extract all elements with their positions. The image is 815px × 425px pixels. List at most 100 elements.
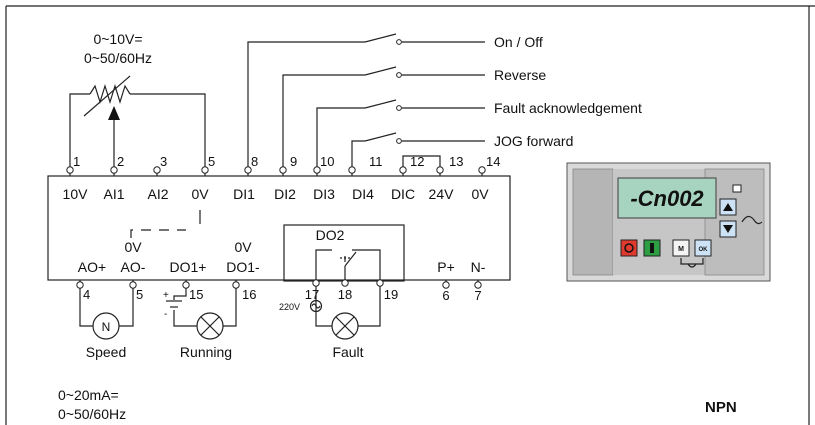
terminal-dot [201, 166, 209, 174]
terminal-dot [110, 166, 118, 174]
ac-supply-icon [309, 299, 323, 313]
panel-display-text: -Cn002 [630, 186, 704, 211]
running-circuit [173, 288, 237, 327]
battery-plus-sign: + [163, 290, 169, 301]
speed-meter-circuit [79, 288, 134, 327]
switch-on-off [247, 33, 485, 170]
terminal-17: 17 [305, 279, 320, 302]
switch-jog-forward [351, 132, 485, 170]
terminal-11: 11 DI4 [348, 154, 383, 202]
terminal-label: AI1 [103, 186, 124, 202]
terminal-dot [478, 166, 486, 174]
operator-panel: -Cn002 [566, 162, 771, 282]
m-ok-combo-icon [680, 258, 704, 268]
panel-display [617, 177, 717, 219]
fault-label: Fault [332, 344, 363, 360]
terminal-number: 18 [338, 287, 352, 302]
terminal-13: 13 24V [429, 154, 464, 202]
terminal-number: 12 [410, 154, 424, 169]
ai-freq-label: 0~50/60Hz [84, 50, 152, 66]
switch-label-fault-ack: Fault acknowledgement [494, 100, 642, 116]
terminal-label: 24V [429, 186, 455, 202]
speed-label: Speed [86, 344, 126, 360]
stop-icon [624, 243, 634, 253]
terminal-1: 1 10V [63, 154, 89, 202]
ao-minus-label: AO- [121, 259, 146, 275]
supply-voltage-label: 220V [279, 302, 300, 312]
terminal-number: 19 [384, 287, 398, 302]
terminal-number: 13 [449, 154, 463, 169]
meter-icon: N [92, 312, 120, 340]
terminal-dot [312, 279, 320, 287]
terminal-10: 10 DI3 [313, 154, 335, 202]
terminal-number: 1 [73, 154, 80, 169]
terminal-number: 16 [242, 287, 256, 302]
do1-minus-label: DO1- [226, 259, 260, 275]
terminal-12: 12 DIC [391, 154, 425, 202]
panel-m-button[interactable]: M [672, 239, 690, 257]
do1-minus-sub-label: 0V [234, 239, 252, 255]
terminal-6: 6 [442, 280, 450, 303]
terminal-label: DIC [391, 186, 415, 202]
terminal-dot [474, 281, 482, 289]
panel-stop-button[interactable] [620, 239, 638, 257]
terminal-dot [153, 166, 161, 174]
up-down-combo-icon [741, 215, 763, 225]
terminal-dot [279, 166, 287, 174]
up-arrow-icon [723, 203, 733, 211]
ao-range-label: 0~20mA= [58, 387, 119, 403]
terminal-label: DI2 [274, 186, 296, 202]
terminal-dot [399, 166, 407, 174]
ao-plus-label: AO+ [78, 259, 106, 275]
terminal-label: 0V [471, 186, 489, 202]
ao-freq-label: 0~50/60Hz [58, 406, 126, 422]
battery-minus-sign: - [164, 309, 167, 320]
terminal-number: 5 [208, 154, 215, 169]
terminal-dot [232, 281, 240, 289]
m-key-label: M [678, 246, 684, 253]
terminal-5b: 5 [129, 280, 143, 302]
running-label: Running [180, 344, 232, 360]
switch-label-reverse: Reverse [494, 67, 546, 83]
switch-reverse [282, 66, 485, 170]
ao-minus-sub-label: 0V [124, 239, 142, 255]
terminal-14: 14 0V [471, 154, 500, 202]
panel-up-button[interactable] [719, 198, 737, 216]
terminal-number: 15 [189, 287, 203, 302]
terminal-dot [341, 279, 349, 287]
terminal-number: 5 [136, 287, 143, 302]
terminal-number: 3 [160, 154, 167, 169]
terminal-label: DI3 [313, 186, 335, 202]
terminal-label: AI2 [147, 186, 168, 202]
fault-lamp-icon [331, 312, 359, 340]
terminal-5: 5 0V [191, 154, 215, 202]
terminal-block [47, 175, 511, 281]
switch-label-jog-forward: JOG forward [494, 133, 573, 149]
terminal-number: 10 [320, 154, 334, 169]
terminal-label: 0V [191, 186, 209, 202]
terminal-dot [313, 166, 321, 174]
panel-ok-button[interactable]: OK [694, 239, 712, 257]
terminal-number: 11 [369, 154, 383, 169]
terminal-9: 9 DI2 [274, 154, 297, 202]
zero-volt-link [130, 229, 186, 238]
terminal-7: 7 [474, 280, 482, 303]
terminal-number: 8 [251, 154, 258, 169]
switch-label-on-off: On / Off [494, 34, 543, 50]
fault-circuit [315, 286, 381, 327]
terminal-2: 2 AI1 [103, 154, 124, 202]
terminal-label: DI4 [352, 186, 374, 202]
panel-indicator [732, 184, 742, 193]
panel-run-button[interactable] [643, 239, 661, 257]
dic-24v-bridge [402, 155, 441, 170]
bottom-terminals: 4 5 15 16 17 18 19 6 [76, 279, 482, 303]
panel-down-button[interactable] [719, 220, 737, 238]
meter-symbol: N [102, 320, 111, 334]
terminal-dot [244, 166, 252, 174]
terminal-3: 3 AI2 [147, 154, 168, 202]
top-terminals: 1 10V 2 AI1 3 AI2 5 0V 8 DI1 9 DI2 [63, 154, 501, 202]
battery-icon: + - [163, 290, 182, 320]
ai-range-label: 0~10V= [93, 31, 142, 47]
terminal-number: 9 [290, 154, 297, 169]
